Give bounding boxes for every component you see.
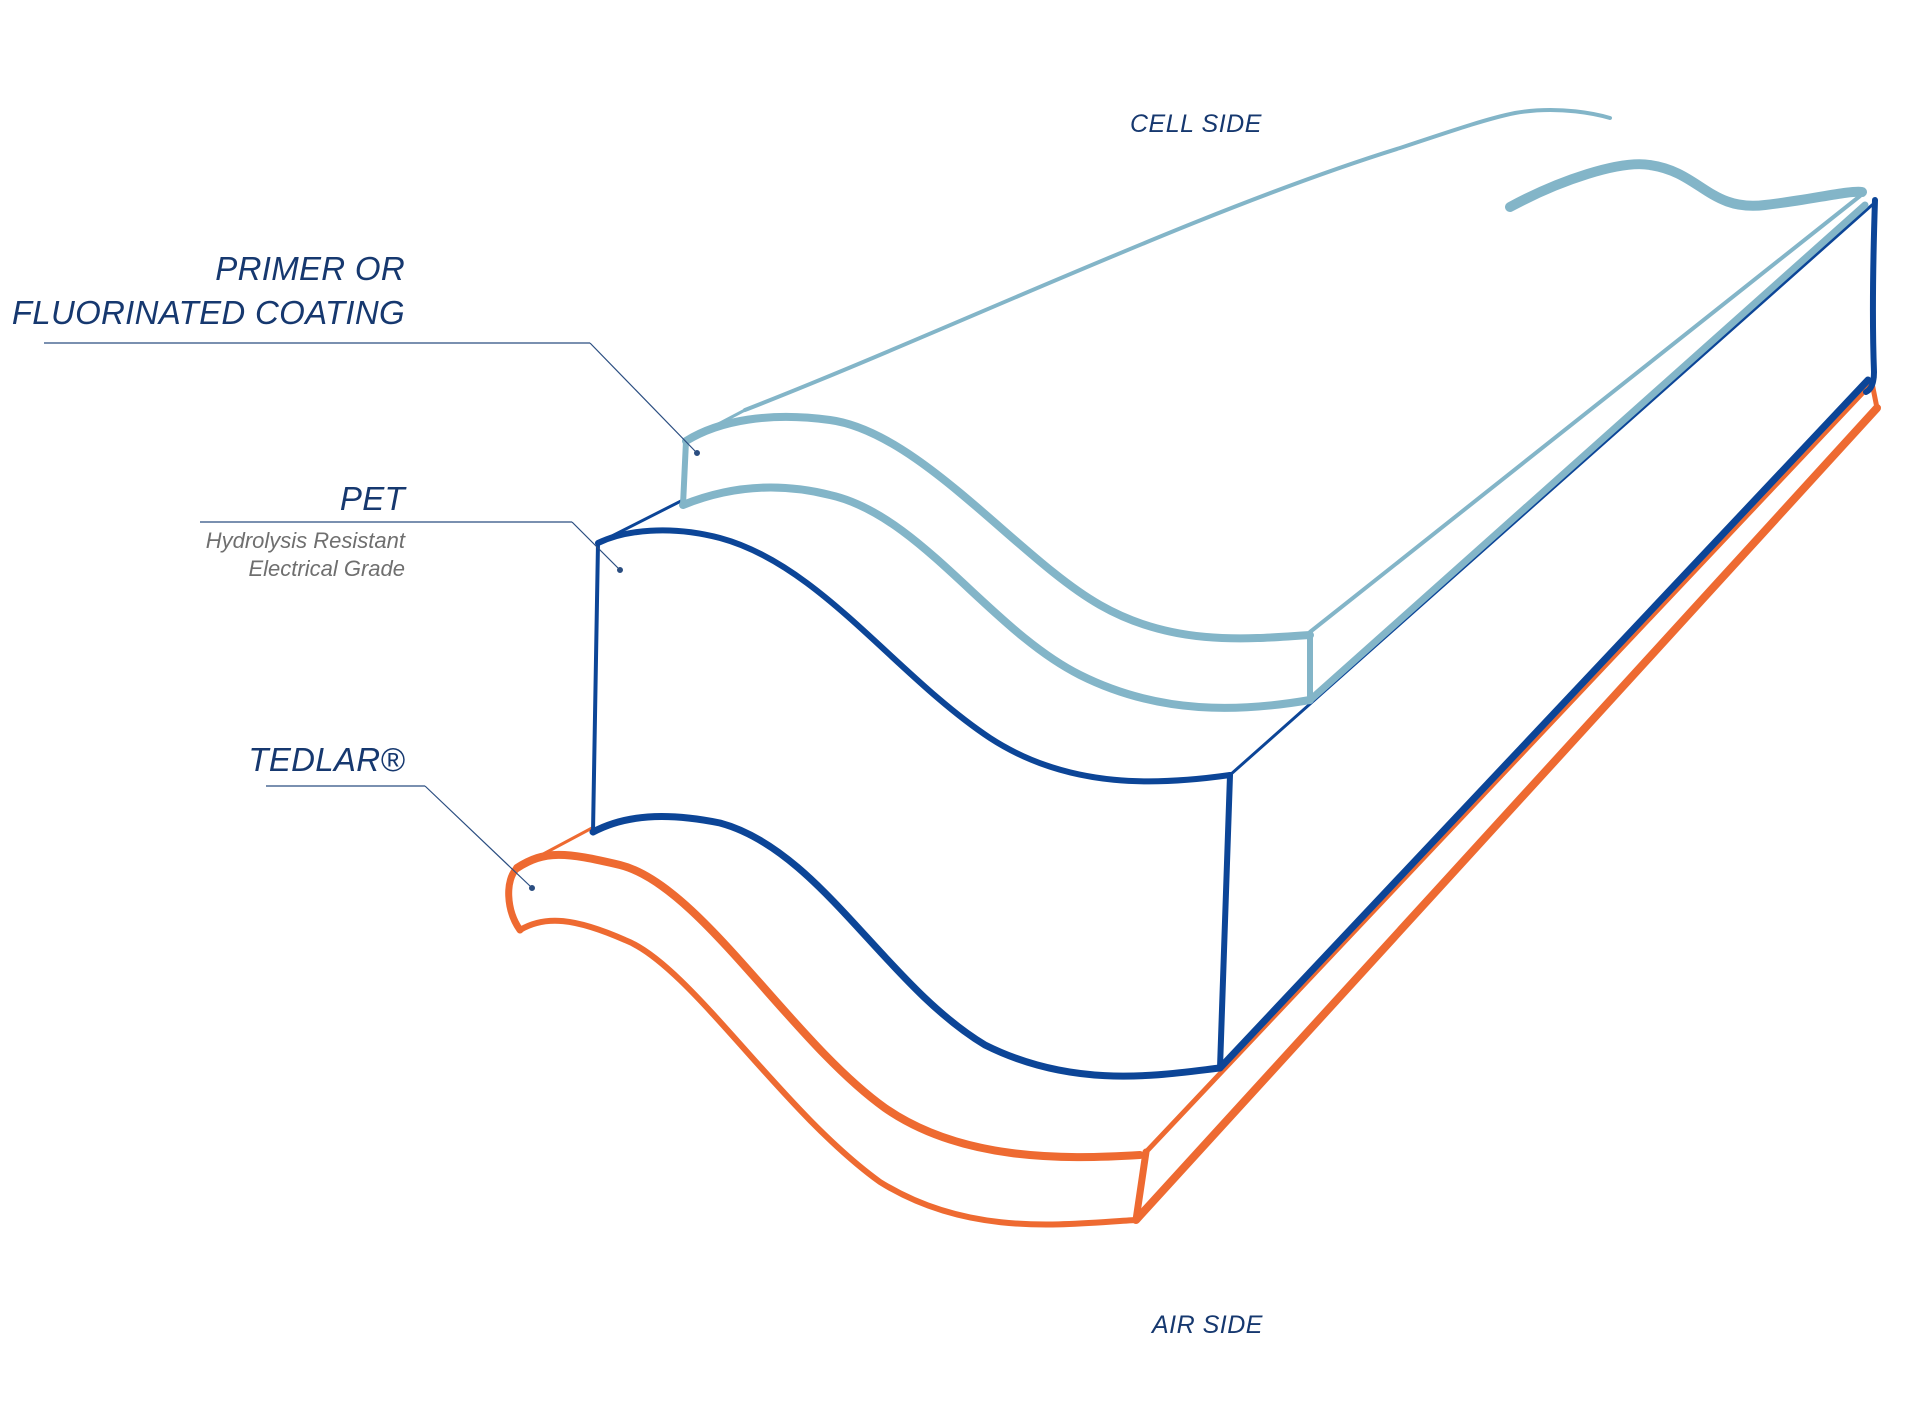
- primer-label-line2: FLUORINATED COATING: [11, 294, 405, 331]
- pet-top-left-edge: [596, 498, 685, 545]
- coating-layer: [679, 107, 1869, 712]
- coating-back-top-edge-thin: [743, 107, 1612, 412]
- pet-long-edge-bottom: [1216, 376, 1872, 1072]
- tedlar-top-left-edge: [515, 826, 594, 870]
- coating-long-edge-top: [1308, 194, 1862, 634]
- air-side-label: AIR SIDE: [1152, 1311, 1263, 1339]
- tedlar-front-top-edge: [513, 850, 1144, 1162]
- tedlar-left-edge: [505, 864, 524, 934]
- tedlar-label: TEDLAR®: [248, 741, 405, 778]
- pet-layer: [589, 197, 1878, 1080]
- tedlar-leader-diagonal: [424, 785, 531, 887]
- coating-back-top-edge: [1505, 159, 1867, 212]
- tedlar-layer: [505, 380, 1881, 1228]
- tedlar-long-edge-lower: [1132, 404, 1881, 1224]
- callout-leaders: [44, 342, 700, 891]
- primer-leader-diagonal: [589, 342, 696, 452]
- pet-leader-dot: [617, 567, 623, 573]
- pet-sublabel-line2: Electrical Grade: [248, 556, 405, 581]
- pet-back-edge: [1863, 197, 1878, 395]
- pet-front-top-edge: [595, 527, 1233, 785]
- cell-side-label: CELL SIDE: [1130, 110, 1262, 138]
- pet-label: PET: [339, 480, 405, 517]
- primer-leader-dot: [694, 450, 700, 456]
- coating-long-edge-bottom: [1306, 201, 1869, 704]
- pet-front-bottom-edge: [589, 813, 1224, 1080]
- primer-label-line1: PRIMER OR: [215, 250, 405, 287]
- tedlar-front-bottom-edge: [517, 917, 1139, 1228]
- pet-leader-diagonal: [571, 521, 619, 569]
- coating-front-bottom-edge: [679, 483, 1314, 712]
- tedlar-long-edge-upper: [1143, 380, 1875, 1155]
- coating-front-top-edge: [682, 412, 1314, 643]
- pet-right-front-edge: [1217, 772, 1233, 1071]
- pet-sublabel-line1: Hydrolysis Resistant: [205, 528, 405, 553]
- tedlar-right-front-edge: [1132, 1148, 1150, 1224]
- coating-left-edge: [680, 438, 689, 508]
- pet-left-edge: [591, 541, 600, 834]
- tedlar-leader-dot: [529, 885, 535, 891]
- coating-top-left-edge: [684, 408, 747, 443]
